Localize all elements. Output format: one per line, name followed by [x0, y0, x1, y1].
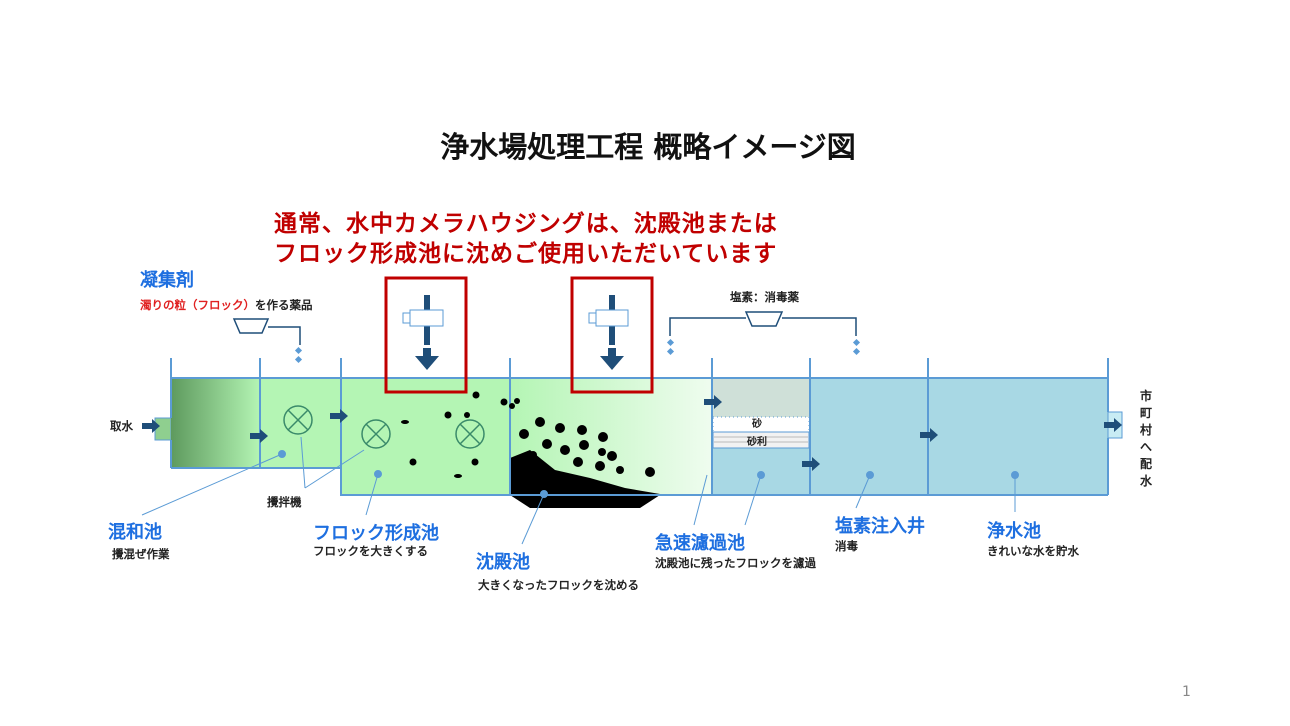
- stage-desc-settling: 大きくなったフロックを沈める: [478, 578, 639, 592]
- stage-desc-mixing: 攪混ぜ作業: [112, 547, 170, 561]
- arrow-icon: [1104, 418, 1122, 432]
- stage-name-clean: 浄水池: [987, 521, 1041, 542]
- gravel-label: 砂利: [747, 437, 767, 448]
- stage-name-mixing: 混和池: [108, 522, 162, 543]
- coagulant-label: 凝集剤: [140, 270, 194, 291]
- intake-pipe: [154, 417, 172, 441]
- mixer-icon: [361, 419, 391, 449]
- page-number: 1: [1182, 684, 1191, 700]
- arrow-icon: [142, 419, 160, 433]
- leader-lines: [141, 436, 1019, 545]
- camera-location-1: [384, 276, 468, 394]
- chlorine-feed-label: 塩素：消毒薬: [730, 290, 799, 304]
- down-arrow-icon: [600, 348, 624, 370]
- stage-desc-chlorine: 消毒: [835, 539, 858, 553]
- mixer-icon: [455, 419, 485, 449]
- mixer-label: 攪拌機: [267, 495, 302, 509]
- arrow-icon: [330, 409, 348, 423]
- stage-name-settling: 沈殿池: [476, 552, 530, 573]
- mixing-pond-left: [171, 378, 260, 468]
- flocs: [401, 391, 655, 478]
- stage-name-flock: フロック形成池: [313, 523, 439, 544]
- note-line-1: 通常、水中カメラハウジングは、沈殿池または: [274, 211, 778, 237]
- arrow-icon: [920, 428, 938, 442]
- camera-icon: [409, 309, 444, 327]
- stage-name-chlorine: 塩素注入井: [835, 516, 925, 537]
- stage-desc-filter: 沈殿池に残ったフロックを濾過: [655, 556, 816, 570]
- sand-layer: [712, 416, 810, 433]
- outlet-label: 市町村へ配水: [1139, 389, 1152, 488]
- sand-label: 砂: [752, 419, 762, 430]
- coagulant-desc: を作る薬品: [255, 298, 313, 312]
- camera-location-2: [570, 276, 654, 394]
- mixer-icons: [283, 405, 485, 449]
- coagulant-desc-highlight: 濁りの粒（フロック）: [140, 298, 255, 312]
- coagulant-feeder: [232, 318, 301, 345]
- arrow-icon: [704, 395, 722, 409]
- page-title: 浄水場処理工程 概略イメージ図: [440, 130, 856, 164]
- arrow-icon: [250, 429, 268, 443]
- down-arrow-icon: [415, 348, 439, 370]
- flock-pond: [341, 378, 510, 495]
- stage-desc-clean: きれいな水を貯水: [987, 544, 1079, 558]
- chlorine-feeder: [669, 311, 857, 336]
- flow-arrows: [142, 395, 1122, 471]
- intake-label: 取水: [110, 419, 133, 433]
- stage-desc-flock: フロックを大きくする: [313, 544, 428, 558]
- camera-icon: [595, 309, 629, 327]
- arrow-icon: [802, 457, 820, 471]
- mixer-icon: [283, 405, 313, 435]
- note-line-2: フロック形成池に沈めご使用いただいています: [274, 241, 778, 267]
- stage-name-filter: 急速濾過池: [655, 533, 745, 554]
